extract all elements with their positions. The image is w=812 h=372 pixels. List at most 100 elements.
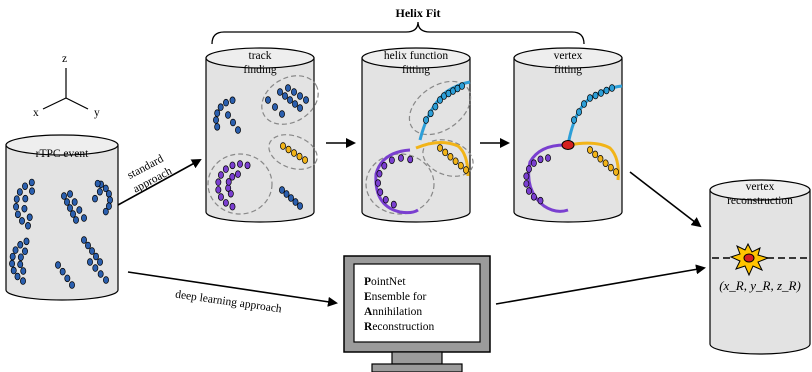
hit-dot: [607, 163, 614, 172]
hit-dot: [530, 159, 537, 167]
cylinder-track-finding: track finding: [205, 47, 319, 223]
monitor-screen: [353, 263, 481, 343]
hit-dot: [390, 200, 397, 209]
hit-dot: [587, 94, 593, 102]
hit-dot: [59, 267, 66, 276]
hit-dot: [602, 159, 609, 167]
monitor-stand: [371, 363, 463, 372]
hit-dot: [292, 100, 298, 108]
hit-dot: [303, 96, 309, 104]
hit-dot: [459, 82, 465, 90]
hit-dot: [215, 178, 222, 186]
hit-dot: [376, 170, 383, 178]
vertex-reco-label-1: vertex: [746, 181, 775, 193]
hit-dot: [296, 152, 303, 161]
hit-dot: [285, 145, 292, 154]
hit-dot: [22, 247, 28, 256]
hit-dot: [21, 204, 28, 213]
hit-dot: [214, 109, 221, 117]
hit-dot: [64, 274, 71, 283]
hit-dot: [427, 109, 434, 118]
hit-dot: [22, 182, 28, 190]
helix-fit-brace: Helix Fit: [211, 6, 585, 45]
hit-dot: [463, 166, 469, 174]
arrow-to-reconstruction: [629, 171, 702, 228]
hit-dot: [20, 277, 26, 285]
hit-dot: [67, 204, 73, 212]
vertex-reco-label-2: reconstruction: [727, 195, 793, 207]
hit-dot: [222, 199, 229, 207]
hit-dot: [285, 84, 291, 92]
hit-dot: [214, 123, 221, 131]
hit-dot: [94, 179, 101, 188]
hit-dot: [225, 178, 232, 186]
hit-dot: [609, 84, 615, 92]
hit-dot: [525, 187, 532, 195]
reconstructed-vertex: [743, 253, 755, 263]
hit-dot: [70, 210, 76, 218]
hit-dot: [213, 116, 219, 124]
axes: z x y: [33, 53, 100, 119]
hit-dot: [93, 252, 99, 261]
hit-dot: [407, 155, 414, 164]
hit-dot: [96, 187, 103, 196]
hit-dot: [291, 88, 297, 96]
helix-hits: [375, 82, 469, 209]
hit-dot: [235, 126, 241, 134]
hit-dot: [225, 184, 232, 192]
hit-dot: [92, 194, 98, 203]
cluster-ellipse: [365, 153, 435, 215]
hit-dot: [9, 252, 16, 261]
cylinder-vertex-fitting: vertex fitting: [513, 47, 623, 223]
monitor-line-1: PointNet: [364, 276, 406, 288]
hit-dot: [272, 103, 278, 111]
hit-dot: [17, 241, 24, 249]
hit-dot: [587, 146, 593, 154]
hit-dot: [29, 187, 35, 195]
hit-dot: [457, 161, 464, 170]
hit-dot: [381, 162, 388, 170]
helix-curve-purple: [374, 148, 419, 215]
helix-fit-label: Helix Fit: [396, 6, 441, 20]
hit-dot: [382, 195, 389, 204]
hit-dot: [287, 96, 293, 104]
hit-dot: [92, 264, 99, 272]
hit-dot: [17, 253, 24, 261]
hit-dot: [277, 88, 283, 96]
hit-dot: [81, 214, 87, 222]
hit-dot: [388, 156, 395, 164]
hit-dot: [229, 202, 236, 211]
cylinder-rtpc: rTPC event: [5, 134, 119, 301]
vertex-point: [561, 140, 575, 150]
rtpc-label: rTPC event: [36, 148, 90, 160]
hit-dot: [291, 149, 297, 157]
hit-dot: [452, 157, 459, 165]
hit-dot: [67, 190, 73, 198]
monitor-line-4: Reconstruction: [364, 321, 435, 333]
hit-dot: [222, 165, 229, 173]
monitor-line-3: Annihilation: [364, 306, 422, 318]
arrow-deep-learning: [127, 271, 338, 307]
hit-dot: [447, 153, 454, 161]
cylinder-helix-fitting: helix function fitting: [361, 47, 474, 223]
hit-dot: [105, 202, 112, 210]
vertex-hits: [523, 84, 619, 205]
hit-dot: [598, 89, 604, 97]
hit-dot: [537, 155, 544, 164]
hit-dot: [292, 198, 299, 206]
hit-dot: [217, 193, 224, 201]
hit-dot: [89, 247, 95, 255]
hit-dot: [13, 203, 20, 211]
hit-dot: [288, 194, 294, 202]
hit-dot: [237, 160, 243, 168]
hit-dot: [69, 281, 75, 289]
hit-dot: [12, 246, 19, 254]
hit-dot: [603, 86, 610, 95]
hit-dot: [227, 189, 234, 198]
hit-dot: [217, 103, 224, 111]
hit-dot: [265, 96, 271, 104]
hit-dot: [279, 110, 285, 118]
hit-dot: [229, 161, 236, 170]
track-finding-label-2: finding: [243, 64, 276, 76]
